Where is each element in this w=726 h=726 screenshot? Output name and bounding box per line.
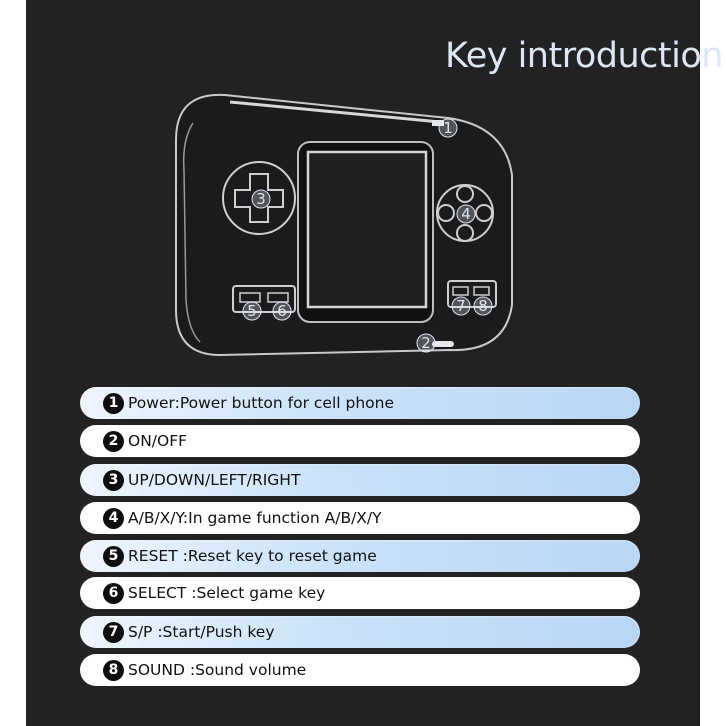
key-number-badge: 3: [103, 469, 124, 491]
button-x-icon: [456, 185, 474, 203]
start-button-icon: [452, 286, 469, 296]
svg-text:2: 2: [421, 334, 431, 352]
callout-2: 2: [416, 333, 436, 353]
key-description: S/P :Start/Push key: [128, 623, 275, 641]
callout-3: 3: [251, 189, 271, 209]
sound-button-icon: [473, 286, 490, 296]
key-description: ON/OFF: [128, 432, 188, 450]
callout-8: 8: [473, 296, 493, 316]
callout-6: 6: [272, 301, 292, 321]
key-number-badge: 7: [103, 621, 124, 643]
dpad-icon: [234, 173, 284, 223]
key-row-on-off: 2 ON/OFF: [80, 425, 640, 457]
select-button-icon: [267, 292, 289, 303]
svg-text:3: 3: [256, 190, 266, 208]
key-description: Power:Power button for cell phone: [128, 394, 394, 412]
callout-5: 5: [242, 301, 262, 321]
callout-7: 7: [451, 296, 471, 316]
svg-text:1: 1: [443, 119, 453, 137]
key-description: RESET :Reset key to reset game: [128, 547, 377, 565]
key-row-reset: 5 RESET :Reset key to reset game: [80, 540, 640, 572]
callout-1: 1: [438, 118, 458, 138]
power-button-icon: [432, 120, 444, 126]
key-number-badge: 1: [103, 392, 124, 414]
console-screen: [306, 150, 428, 309]
key-row-power: 1 Power:Power button for cell phone: [80, 387, 640, 419]
callout-4: 4: [456, 204, 476, 224]
key-number-badge: 6: [103, 582, 124, 604]
key-number-badge: 4: [103, 507, 124, 529]
dpad-ring: [222, 161, 296, 235]
key-row-direction: 3 UP/DOWN/LEFT/RIGHT: [80, 464, 640, 496]
console-top-ridge: [229, 100, 441, 124]
small-button-panel-right: [447, 280, 497, 308]
key-description: SOUND :Sound volume: [128, 661, 307, 679]
key-description: A/B/X/Y:In game function A/B/X/Y: [128, 509, 382, 527]
key-number-badge: 5: [103, 545, 124, 567]
key-row-select: 6 SELECT :Select game key: [80, 577, 640, 609]
key-row-start: 7 S/P :Start/Push key: [80, 616, 640, 648]
console-edge: [182, 122, 201, 343]
key-description: SELECT :Select game key: [128, 584, 326, 602]
key-row-abxy: 4 A/B/X/Y:In game function A/B/X/Y: [80, 502, 640, 534]
page-title: Key introduction: [445, 36, 723, 76]
svg-text:7: 7: [456, 297, 466, 315]
key-number-badge: 2: [103, 430, 124, 452]
key-description: UP/DOWN/LEFT/RIGHT: [128, 471, 301, 489]
key-number-badge: 8: [103, 659, 124, 681]
console-diagram: 1 2 3 4 5 6 7 8: [175, 93, 513, 357]
svg-text:8: 8: [478, 297, 488, 315]
small-button-panel-left: [232, 285, 296, 313]
button-a-icon: [475, 204, 493, 222]
key-row-sound: 8 SOUND :Sound volume: [80, 654, 640, 686]
button-b-icon: [456, 224, 474, 242]
button-y-icon: [437, 204, 455, 222]
svg-text:6: 6: [277, 302, 287, 320]
svg-text:4: 4: [461, 205, 471, 223]
svg-text:5: 5: [247, 302, 257, 320]
on-off-switch-icon: [432, 341, 454, 347]
